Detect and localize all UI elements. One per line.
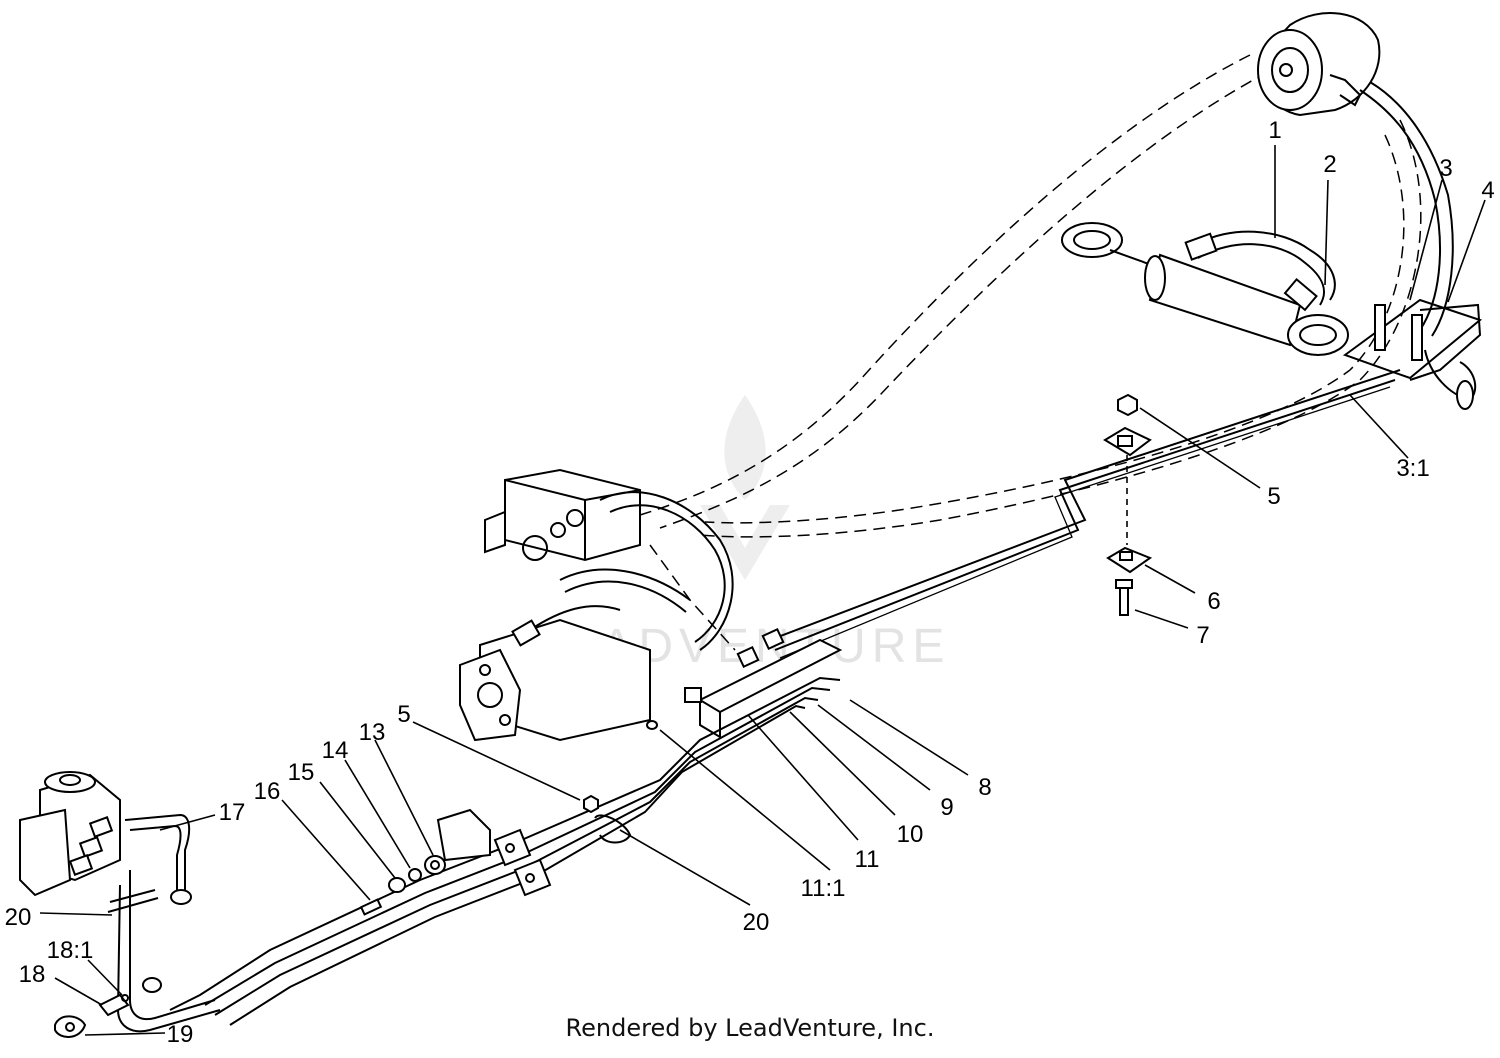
callout-9: 9: [940, 794, 953, 821]
render-credit: Rendered by LeadVenture, Inc.: [565, 1014, 935, 1042]
fitting-and-cap: [54, 977, 162, 1038]
tube-clamps: [436, 808, 632, 897]
callout-4: 4: [1481, 177, 1494, 204]
callout-13: 13: [359, 719, 386, 746]
callout-8: 8: [978, 774, 991, 801]
callout-20-right: 20: [743, 909, 770, 936]
control-valve: [484, 468, 734, 651]
callout-1: 1: [1268, 117, 1281, 144]
lift-cylinder: [1061, 222, 1349, 356]
callout-5-upper: 5: [1267, 483, 1280, 510]
clamp-hardware: [1103, 393, 1153, 616]
callout-11: 11: [855, 846, 880, 873]
callout-18-1: 18:1: [47, 937, 94, 964]
wheel-motor: [459, 605, 651, 742]
callout-5-lower: 5: [397, 701, 410, 728]
callout-11-1: 11:1: [801, 875, 846, 902]
callout-labels: 1 2 3 4 5 3:1 6 7 8 9 10 11 11:1 5 13 14…: [5, 117, 1495, 1048]
callout-3: 3: [1439, 155, 1452, 182]
hydraulic-pump: [1257, 12, 1381, 117]
callout-2: 2: [1323, 151, 1336, 178]
callout-19: 19: [167, 1021, 194, 1048]
callout-20-left: 20: [5, 904, 32, 931]
callout-17: 17: [219, 799, 246, 826]
callout-3-1: 3:1: [1396, 455, 1429, 482]
callout-14: 14: [322, 737, 349, 764]
bolt-washer-stack: [359, 794, 599, 916]
tube-bracket: [1342, 298, 1483, 410]
callout-7: 7: [1196, 622, 1209, 649]
callout-15: 15: [288, 759, 315, 786]
callout-16: 16: [254, 778, 281, 805]
callout-6: 6: [1207, 588, 1220, 615]
manifold-block: [646, 627, 843, 739]
leader-lines: [39, 145, 1486, 1036]
callout-10: 10: [897, 821, 924, 848]
steering-valve: [19, 771, 192, 913]
callout-18: 18: [19, 961, 46, 988]
